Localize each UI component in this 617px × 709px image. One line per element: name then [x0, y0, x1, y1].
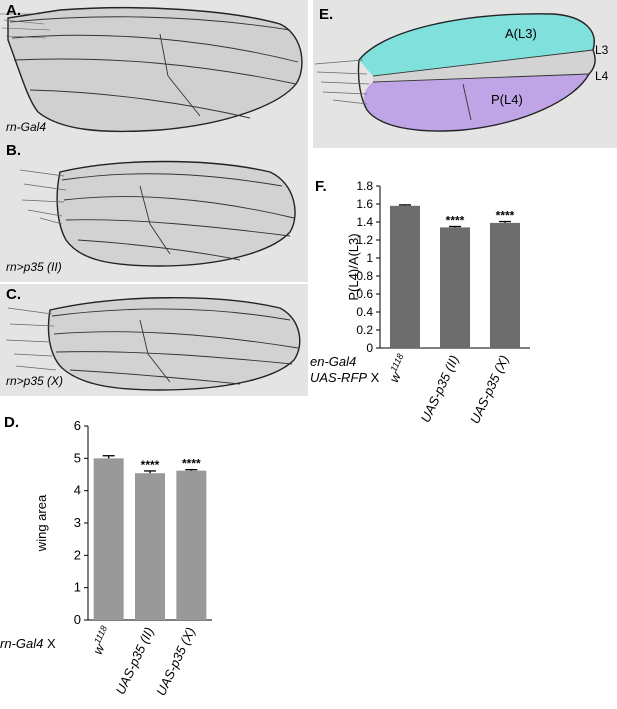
- y-tick-label: 2: [74, 547, 81, 562]
- significance-label: ****: [446, 214, 465, 228]
- y-tick-label: 0.2: [356, 323, 373, 337]
- category-label: UAS-p35 (II): [418, 353, 462, 425]
- bar: [176, 470, 207, 620]
- wing-image-c: [0, 284, 308, 396]
- posterior-l4-label: P(L4): [491, 92, 523, 107]
- wing-image-a: [0, 0, 308, 140]
- panel-letter-e: E.: [319, 6, 334, 23]
- bar: [440, 227, 470, 348]
- significance-label: ****: [141, 458, 160, 472]
- panel-letter-d: D.: [4, 414, 19, 431]
- category-label: w1118: [88, 624, 115, 657]
- y-tick-label: 0.8: [356, 269, 373, 283]
- y-tick-label: 6: [74, 418, 81, 433]
- y-tick-label: 5: [74, 450, 81, 465]
- vein-l4-label: L4: [595, 69, 609, 83]
- panel-e: A(L3) P(L4) L3 L4 E.: [313, 0, 617, 148]
- category-label: UAS-p35 (II): [113, 625, 157, 697]
- y-tick-label: 1: [366, 251, 373, 265]
- middle-region: [373, 50, 596, 82]
- significance-label: ****: [182, 457, 201, 471]
- anterior-l3-label: A(L3): [505, 26, 537, 41]
- wing-illustration-e: A(L3) P(L4) L3 L4: [314, 13, 609, 132]
- panel-c: C. rn>p35 (X): [0, 284, 308, 396]
- genotype-label-a: rn-Gal4: [6, 120, 47, 134]
- wing-illustration-c: [5, 297, 301, 391]
- y-tick-label: 1.8: [356, 179, 373, 193]
- ratio-chart: 0 0.2 0.4 0.6 0.8 1 1.2 1.4 1.6 1.8P(L4)/A(L3) w11…: [310, 179, 530, 426]
- genotype-label-b: rn>p35 (II): [6, 260, 62, 274]
- y-tick-label: 0: [366, 341, 373, 355]
- wing-illustration-b: [19, 160, 296, 267]
- bar: [490, 222, 520, 348]
- wing-image-e: A(L3) P(L4) L3 L4: [313, 0, 617, 148]
- bar: [135, 473, 165, 620]
- bar: [93, 458, 124, 620]
- genotype-label-c: rn>p35 (X): [6, 374, 64, 388]
- vein-l3-label: L3: [595, 43, 609, 57]
- cross-label: rn-Gal4 X: [0, 636, 56, 651]
- posterior-region: [363, 74, 589, 132]
- cross-label-line2: UAS-RFP X: [310, 370, 380, 385]
- y-tick-label: 1: [74, 580, 81, 595]
- y-axis-label: P(L4)/A(L3): [346, 233, 361, 300]
- panel-letter-a: A.: [6, 2, 21, 19]
- panel-b: B. rn>p35 (II): [0, 140, 308, 282]
- panel-a: A. rn-Gal4: [0, 0, 308, 140]
- bar: [390, 205, 420, 348]
- category-label: w1118: [384, 352, 411, 385]
- panel-d: D. 0 1 2 3 4 5 6 wing area w1118 **** UAS-p35 (II)…: [0, 404, 230, 704]
- y-tick-label: 1.2: [356, 233, 373, 247]
- y-tick-label: 1.4: [356, 215, 373, 229]
- y-tick-label: 0: [74, 612, 81, 627]
- y-tick-label: 0.4: [356, 305, 373, 319]
- anterior-region: [359, 13, 595, 76]
- wing-area-chart: 0 1 2 3 4 5 6 wing area w1118 **** UAS-p35 (II) ***…: [0, 418, 212, 698]
- y-tick-label: 3: [74, 515, 81, 530]
- y-tick-label: 0.6: [356, 287, 373, 301]
- category-label: UAS-p35 (X): [153, 625, 198, 698]
- y-axis-label: wing area: [34, 494, 49, 552]
- y-tick-label: 4: [74, 483, 81, 498]
- wing-image-b: [0, 140, 308, 282]
- wing-illustration-a: [0, 6, 303, 133]
- panel-letter-f: F.: [315, 178, 327, 195]
- cross-label-line1: en-Gal4: [310, 354, 356, 369]
- y-tick-label: 1.6: [356, 197, 373, 211]
- panel-letter-c: C.: [6, 286, 21, 303]
- panel-letter-b: B.: [6, 142, 21, 159]
- category-label: UAS-p35 (X): [467, 353, 512, 426]
- significance-label: ****: [496, 209, 515, 223]
